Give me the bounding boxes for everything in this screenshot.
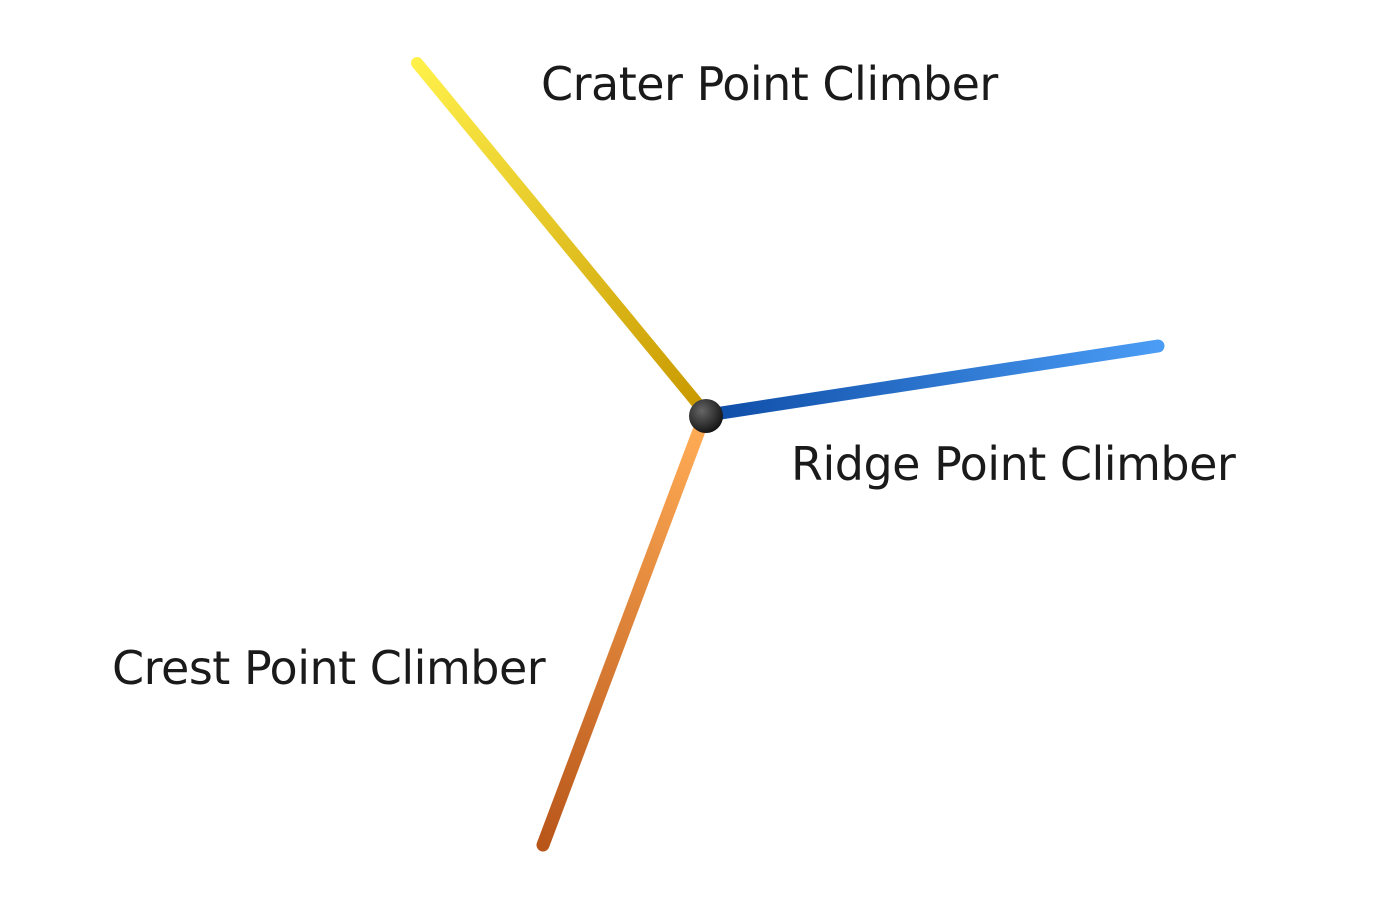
ridge-arm bbox=[701, 339, 1165, 422]
crest-arm bbox=[536, 413, 710, 852]
crater-arm bbox=[411, 57, 709, 416]
ridge-label: Ridge Point Climber bbox=[791, 437, 1236, 491]
hub-joint bbox=[689, 399, 723, 433]
crater-label: Crater Point Climber bbox=[541, 57, 998, 111]
crest-label: Crest Point Climber bbox=[112, 641, 546, 695]
